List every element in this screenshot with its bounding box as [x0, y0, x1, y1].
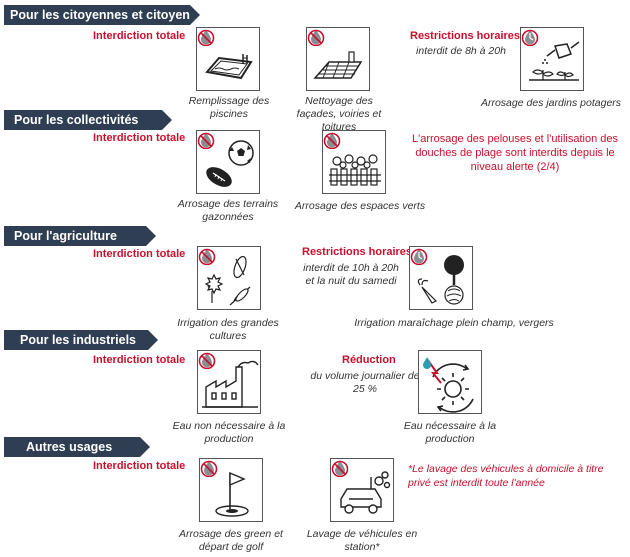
restrictions-label: Restrictions horaires [410, 30, 521, 42]
other-note: *Le lavage des véhicules à domicile à ti… [408, 463, 604, 489]
header-arrow [140, 437, 150, 457]
section-title: Autres usages [26, 440, 113, 454]
total-ban-label: Interdiction totale [93, 354, 186, 366]
header-arrow [162, 110, 172, 130]
tree-vegetables-icon [417, 255, 464, 305]
restrictions-detail: interdit de 8h à 20h [416, 45, 506, 57]
car-wash-icon [340, 471, 391, 514]
section-title: Pour les citoyennes et citoyens [10, 8, 197, 22]
factory-icon [202, 360, 259, 408]
total-ban-label: Interdiction totale [93, 30, 186, 42]
section-title: Pour l'agriculture [14, 229, 117, 243]
house-tile [306, 27, 370, 91]
item-caption: Eau non nécessaire à la production [172, 420, 286, 445]
restrictions-detail: interdit de 10h à 20h et la nuit du same… [303, 262, 399, 287]
section-header-citizens: Pour les citoyennes et citoyens [4, 5, 200, 25]
crops-tile [197, 246, 261, 310]
item-caption: Arrosage des terrains gazonnées [177, 198, 279, 223]
section-title: Pour les collectivités [14, 113, 139, 127]
factory-tile [197, 350, 261, 414]
item-caption: Arrosage des espaces verts [294, 200, 426, 212]
reduction-detail: du volume journalier de 25 % [310, 370, 420, 395]
prohibited-drop-icon [323, 132, 341, 149]
flower-bed-icon [329, 154, 381, 186]
prohibited-drop-icon [198, 352, 216, 369]
item-caption: Remplissage des piscines [188, 95, 270, 120]
pool-icon [205, 54, 253, 80]
orchard-tile [409, 246, 473, 310]
header-arrow [190, 5, 200, 25]
header-arrow [148, 330, 158, 350]
prohibited-drop-icon [307, 29, 325, 46]
prohibited-drop-icon [197, 132, 215, 149]
item-caption: Lavage de véhicules en station* [306, 528, 418, 553]
gear-cycle-icon [423, 357, 474, 413]
item-caption: Arrosage des jardins potagers [480, 97, 622, 109]
watering-tile [520, 27, 584, 91]
section-header-agriculture: Pour l'agriculture [4, 226, 156, 246]
crops-icon [204, 255, 251, 306]
gear-tile [418, 350, 482, 414]
reduction-label: Réduction [342, 354, 396, 366]
carwash-tile [330, 458, 394, 522]
watering-can-icon [529, 41, 580, 81]
restrictions-label: Restrictions horaires [302, 246, 413, 258]
item-caption: Irrigation maraîchage plein champ, verge… [354, 317, 554, 329]
item-caption: Irrigation des grandes cultures [177, 317, 279, 342]
item-caption: Arrosage des green et départ de golf [179, 528, 283, 553]
golf-tile [199, 458, 263, 522]
pool-tile [196, 27, 260, 91]
sports-balls-icon [206, 140, 254, 187]
communities-note: L'arrosage des pelouses et l'utilisation… [412, 133, 618, 173]
item-caption: Eau nécessaire à la production [403, 420, 497, 445]
golf-flag-icon [215, 471, 249, 517]
sports-tile [196, 130, 260, 194]
prohibited-clock-icon [521, 29, 539, 46]
item-caption: Nettoyage des façades, voiries et toitur… [296, 95, 382, 133]
section-header-communities: Pour les collectivités [4, 110, 172, 130]
prohibited-drop-icon [198, 248, 216, 265]
prohibited-drop-icon [197, 29, 215, 46]
house-roof-icon [313, 51, 363, 79]
total-ban-label: Interdiction totale [93, 248, 186, 260]
section-title: Pour les industriels [20, 333, 137, 347]
total-ban-label: Interdiction totale [93, 460, 186, 472]
section-header-other: Autres usages [4, 437, 150, 457]
header-arrow [146, 226, 156, 246]
prohibited-clock-icon [410, 248, 428, 265]
total-ban-label: Interdiction totale [93, 132, 186, 144]
flowerbed-tile [322, 130, 386, 194]
prohibited-drop-icon [331, 460, 349, 477]
prohibited-drop-icon [200, 460, 218, 477]
section-header-industry: Pour les industriels [4, 330, 158, 350]
